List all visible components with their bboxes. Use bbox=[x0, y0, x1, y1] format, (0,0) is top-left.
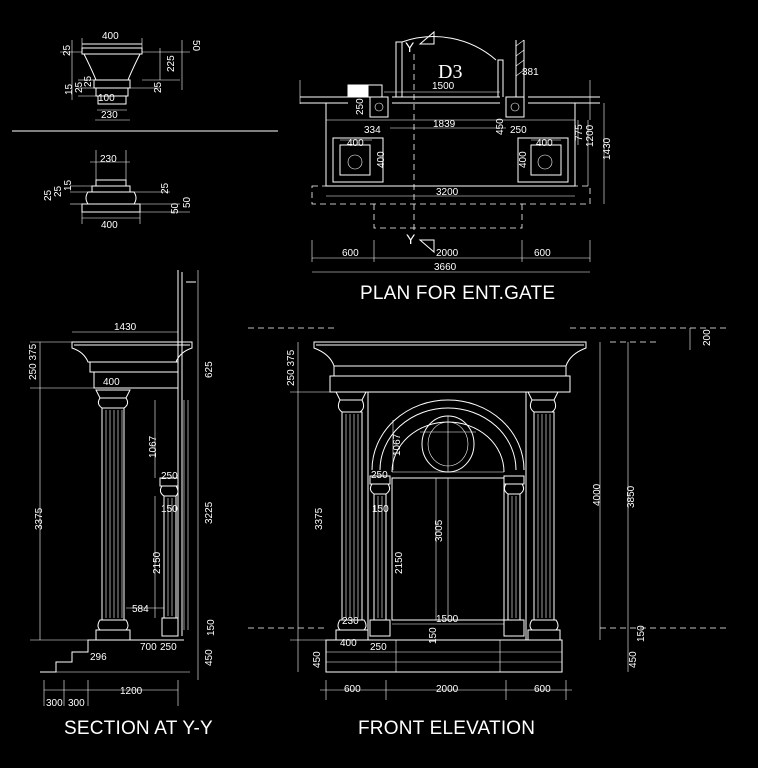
door-tag: D3 bbox=[438, 61, 462, 83]
front-elevation: 250 375 3375 450 4000 3850 150 450 200 1… bbox=[248, 327, 730, 700]
base-dim-50: 50 bbox=[170, 202, 181, 214]
capital-detail: 400 25 50 225 15 25 25 25 100 230 bbox=[60, 31, 201, 121]
base-dim-15: 15 bbox=[63, 179, 74, 191]
elev-dim-400: 400 bbox=[340, 638, 357, 649]
plan-dim-775: 775 bbox=[574, 124, 585, 141]
plan-dim-3200: 3200 bbox=[436, 187, 459, 198]
base-dim-25a: 25 bbox=[43, 189, 54, 201]
base-dim-230: 230 bbox=[100, 154, 117, 165]
plan-dim-400-left-v: 400 bbox=[376, 151, 387, 168]
plan-view: D3 Y 1500 381 1839 334 250 450 250 400 bbox=[299, 30, 613, 273]
section-dim-2150: 2150 bbox=[152, 551, 163, 574]
capital-dim-25c: 25 bbox=[83, 75, 94, 87]
section-dim-250: 250 bbox=[161, 471, 178, 482]
elev-dim-150-right: 150 bbox=[636, 625, 647, 642]
plan-dim-400-left: 400 bbox=[347, 138, 364, 149]
base-dim-50b: 50 bbox=[182, 196, 193, 208]
plan-dim-450: 450 bbox=[495, 118, 506, 135]
elev-dim-3005: 3005 bbox=[434, 519, 445, 542]
elevation-title: FRONT ELEVATION bbox=[358, 718, 536, 739]
elev-dim-250-375: 250 375 bbox=[286, 349, 297, 386]
elev-dim-3375: 3375 bbox=[314, 507, 325, 530]
plan-dim-334: 334 bbox=[364, 125, 381, 136]
elev-dim-4000: 4000 bbox=[592, 483, 603, 506]
elev-dim-150: 150 bbox=[372, 504, 389, 515]
elev-dim-250b: 250 bbox=[370, 642, 387, 653]
elev-dim-250: 250 bbox=[371, 470, 388, 481]
section-dim-250b: 250 bbox=[160, 642, 177, 653]
section-dim-3375: 3375 bbox=[34, 507, 45, 530]
plan-dim-250-right: 250 bbox=[510, 125, 527, 136]
elev-dim-3850: 3850 bbox=[626, 485, 637, 508]
elev-dim-150b: 150 bbox=[428, 627, 439, 644]
elev-dim-600-left: 600 bbox=[344, 684, 361, 695]
section-dim-700: 700 bbox=[140, 642, 157, 653]
section-marker-bottom: Y bbox=[406, 231, 416, 247]
section-dim-150: 150 bbox=[206, 619, 217, 636]
section-dim-1200: 1200 bbox=[120, 686, 143, 697]
plan-dim-1839: 1839 bbox=[433, 119, 456, 130]
elev-dim-600-right: 600 bbox=[534, 684, 551, 695]
base-dim-25b: 25 bbox=[53, 185, 64, 197]
section-dim-584: 584 bbox=[132, 604, 149, 615]
base-detail: 230 25 25 15 25 50 50 400 bbox=[43, 150, 193, 231]
base-dim-25-right: 25 bbox=[160, 182, 171, 194]
plan-dim-400-right-v: 400 bbox=[518, 151, 529, 168]
capital-dim-25b: 25 bbox=[74, 81, 85, 93]
plan-dim-381: 381 bbox=[522, 67, 539, 78]
elev-dim-2000: 2000 bbox=[436, 684, 459, 695]
elev-dim-200: 200 bbox=[702, 329, 713, 346]
capital-dim-50: 50 bbox=[190, 40, 201, 52]
elev-dim-450: 450 bbox=[312, 651, 323, 668]
section-dim-625: 625 bbox=[204, 361, 215, 378]
section-dim-296: 296 bbox=[90, 652, 107, 663]
section-dim-300b: 300 bbox=[68, 698, 85, 709]
plan-dim-1430: 1430 bbox=[602, 137, 613, 160]
plan-dim-600-right: 600 bbox=[534, 248, 551, 259]
base-dim-400: 400 bbox=[101, 220, 118, 231]
section-view: 400 1430 250 375 3 bbox=[28, 270, 217, 709]
capital-dim-100: 100 bbox=[98, 93, 115, 104]
plan-dim-1200: 1200 bbox=[585, 124, 596, 147]
plan-dim-600-left: 600 bbox=[342, 248, 359, 259]
capital-dim-25: 25 bbox=[62, 44, 73, 56]
section-marker-top: Y bbox=[405, 39, 415, 55]
plan-dim-1500: 1500 bbox=[432, 81, 455, 92]
capital-dim-15: 15 bbox=[64, 83, 75, 95]
section-dim-450: 450 bbox=[204, 649, 215, 666]
plan-dim-250-left: 250 bbox=[355, 98, 366, 115]
section-dim-150-small: 150 bbox=[161, 504, 178, 515]
elev-dim-450-right: 450 bbox=[628, 651, 639, 668]
elev-dim-1067: 1067 bbox=[392, 433, 403, 456]
capital-dim-25-right: 25 bbox=[153, 81, 164, 93]
capital-dim-400: 400 bbox=[102, 31, 119, 42]
elev-dim-230: 230 bbox=[342, 616, 359, 627]
capital-dim-230: 230 bbox=[101, 110, 118, 121]
section-dim-1067: 1067 bbox=[148, 435, 159, 458]
section-dim-1430: 1430 bbox=[114, 322, 137, 333]
section-dim-3225: 3225 bbox=[204, 501, 215, 524]
plan-title: PLAN FOR ENT.GATE bbox=[360, 283, 556, 304]
section-title: SECTION AT Y-Y bbox=[64, 718, 213, 739]
section-dim-300a: 300 bbox=[46, 698, 63, 709]
plan-dim-2000: 2000 bbox=[436, 248, 459, 259]
section-dim-400: 400 bbox=[103, 377, 120, 388]
elev-dim-2150: 2150 bbox=[394, 551, 405, 574]
plan-dim-3660: 3660 bbox=[434, 262, 457, 273]
capital-dim-225: 225 bbox=[166, 55, 177, 72]
plan-dim-400-right: 400 bbox=[536, 138, 553, 149]
section-dim-250-375: 250 375 bbox=[28, 343, 39, 380]
elev-dim-1500: 1500 bbox=[436, 614, 459, 625]
